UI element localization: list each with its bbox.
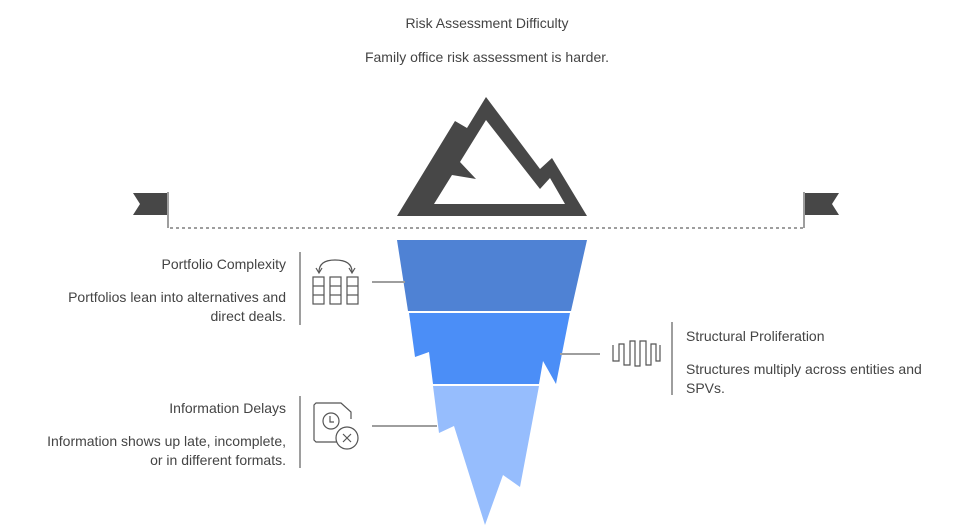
rebalance-columns-icon [312, 259, 359, 305]
layer-3-title: Information Delays [169, 400, 286, 416]
waveform-icon [612, 340, 661, 367]
delayed-document-icon [313, 402, 359, 450]
layer-1-title: Portfolio Complexity [161, 256, 287, 272]
layer-2-title: Structural Proliferation [686, 328, 825, 344]
left-flag-icon [133, 192, 169, 228]
layer-1-description: Portfolios lean into alternatives and di… [68, 289, 286, 324]
iceberg-layer-2 [409, 313, 570, 384]
layer-2-description: Structures multiply across entities and … [686, 361, 922, 396]
diagram-title: Risk Assessment Difficulty [405, 15, 569, 31]
mountain-icon [397, 97, 587, 216]
iceberg-layer-1 [397, 240, 587, 311]
layer-3-description: Information shows up late, incomplete, o… [47, 433, 286, 468]
iceberg-layer-3 [433, 386, 539, 525]
diagram-subtitle: Family office risk assessment is harder. [364, 49, 610, 65]
right-flag-icon [803, 192, 839, 228]
